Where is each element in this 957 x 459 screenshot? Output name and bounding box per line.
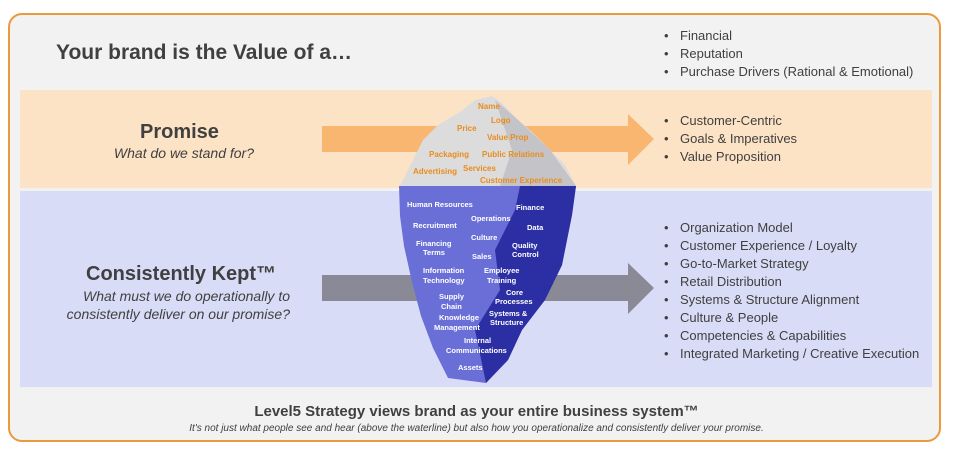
- footer-title: Level5 Strategy views brand as your enti…: [254, 403, 699, 420]
- page-title: Your brand is the Value of a…: [56, 41, 352, 64]
- body-label: Human Resources: [407, 200, 473, 209]
- list-item: Financial: [664, 27, 913, 45]
- body-label: Terms: [423, 248, 445, 257]
- tip-label: Advertising: [413, 167, 457, 176]
- body-label: Assets: [458, 363, 483, 372]
- body-label: Sales: [472, 252, 492, 261]
- body-label: Internal: [464, 336, 491, 345]
- body-label: Financing: [416, 239, 452, 248]
- body-label: Training: [487, 276, 517, 285]
- tip-label: Packaging: [429, 150, 469, 159]
- promise-list: Customer-Centric Goals & Imperatives Val…: [664, 112, 797, 166]
- tip-label: Value Prop: [487, 133, 528, 142]
- body-label: Quality: [512, 241, 538, 250]
- tip-label: Logo: [491, 116, 511, 125]
- body-label: Finance: [516, 203, 544, 212]
- list-item: Reputation: [664, 45, 913, 63]
- body-label: Employee: [484, 266, 519, 275]
- list-item: Culture & People: [664, 309, 919, 327]
- kept-subtitle-line: consistently deliver on our promise?: [66, 306, 290, 322]
- tip-label: Services: [463, 164, 496, 173]
- body-label: Core: [506, 288, 523, 297]
- tip-label: Name: [478, 102, 500, 111]
- body-label: Knowledge: [439, 313, 479, 322]
- body-label: Culture: [471, 233, 497, 242]
- body-label: Control: [512, 250, 539, 259]
- body-label: Operations: [471, 214, 511, 223]
- kept-title: Consistently Kept™: [86, 263, 277, 285]
- list-item: Retail Distribution: [664, 273, 919, 291]
- body-label: Chain: [441, 302, 462, 311]
- list-item: Customer Experience / Loyalty: [664, 237, 919, 255]
- list-item: Value Proposition: [664, 148, 797, 166]
- promise-title: Promise: [140, 121, 219, 143]
- body-label: Technology: [423, 276, 465, 285]
- list-item: Systems & Structure Alignment: [664, 291, 919, 309]
- list-item: Customer-Centric: [664, 112, 797, 130]
- body-label: Information: [423, 266, 465, 275]
- body-label: Processes: [495, 297, 533, 306]
- footer-subtitle: It's not just what people see and hear (…: [189, 423, 764, 434]
- list-item: Purchase Drivers (Rational & Emotional): [664, 63, 913, 81]
- promise-subtitle: What do we stand for?: [113, 145, 254, 161]
- body-label: Structure: [490, 318, 523, 327]
- iceberg-tip-shade: [495, 100, 576, 186]
- value-list: Financial Reputation Purchase Drivers (R…: [664, 27, 913, 81]
- tip-label: Public Relations: [482, 150, 545, 159]
- list-item: Go-to-Market Strategy: [664, 255, 919, 273]
- tip-label: Price: [457, 124, 477, 133]
- body-label: Recruitment: [413, 221, 457, 230]
- iceberg-body-shade: [475, 186, 576, 383]
- list-item: Integrated Marketing / Creative Executio…: [664, 345, 919, 363]
- kept-list: Organization Model Customer Experience /…: [664, 219, 919, 363]
- body-label: Management: [434, 323, 480, 332]
- list-item: Organization Model: [664, 219, 919, 237]
- body-label: Systems &: [489, 309, 528, 318]
- body-label: Supply: [439, 292, 465, 301]
- body-label: Data: [527, 223, 544, 232]
- kept-subtitle: What must we do operationally to consist…: [20, 287, 290, 323]
- tip-label: Customer Experience: [480, 176, 563, 185]
- body-label: Communications: [446, 346, 507, 355]
- kept-subtitle-line: What must we do operationally to: [83, 288, 290, 304]
- list-item: Competencies & Capabilities: [664, 327, 919, 345]
- list-item: Goals & Imperatives: [664, 130, 797, 148]
